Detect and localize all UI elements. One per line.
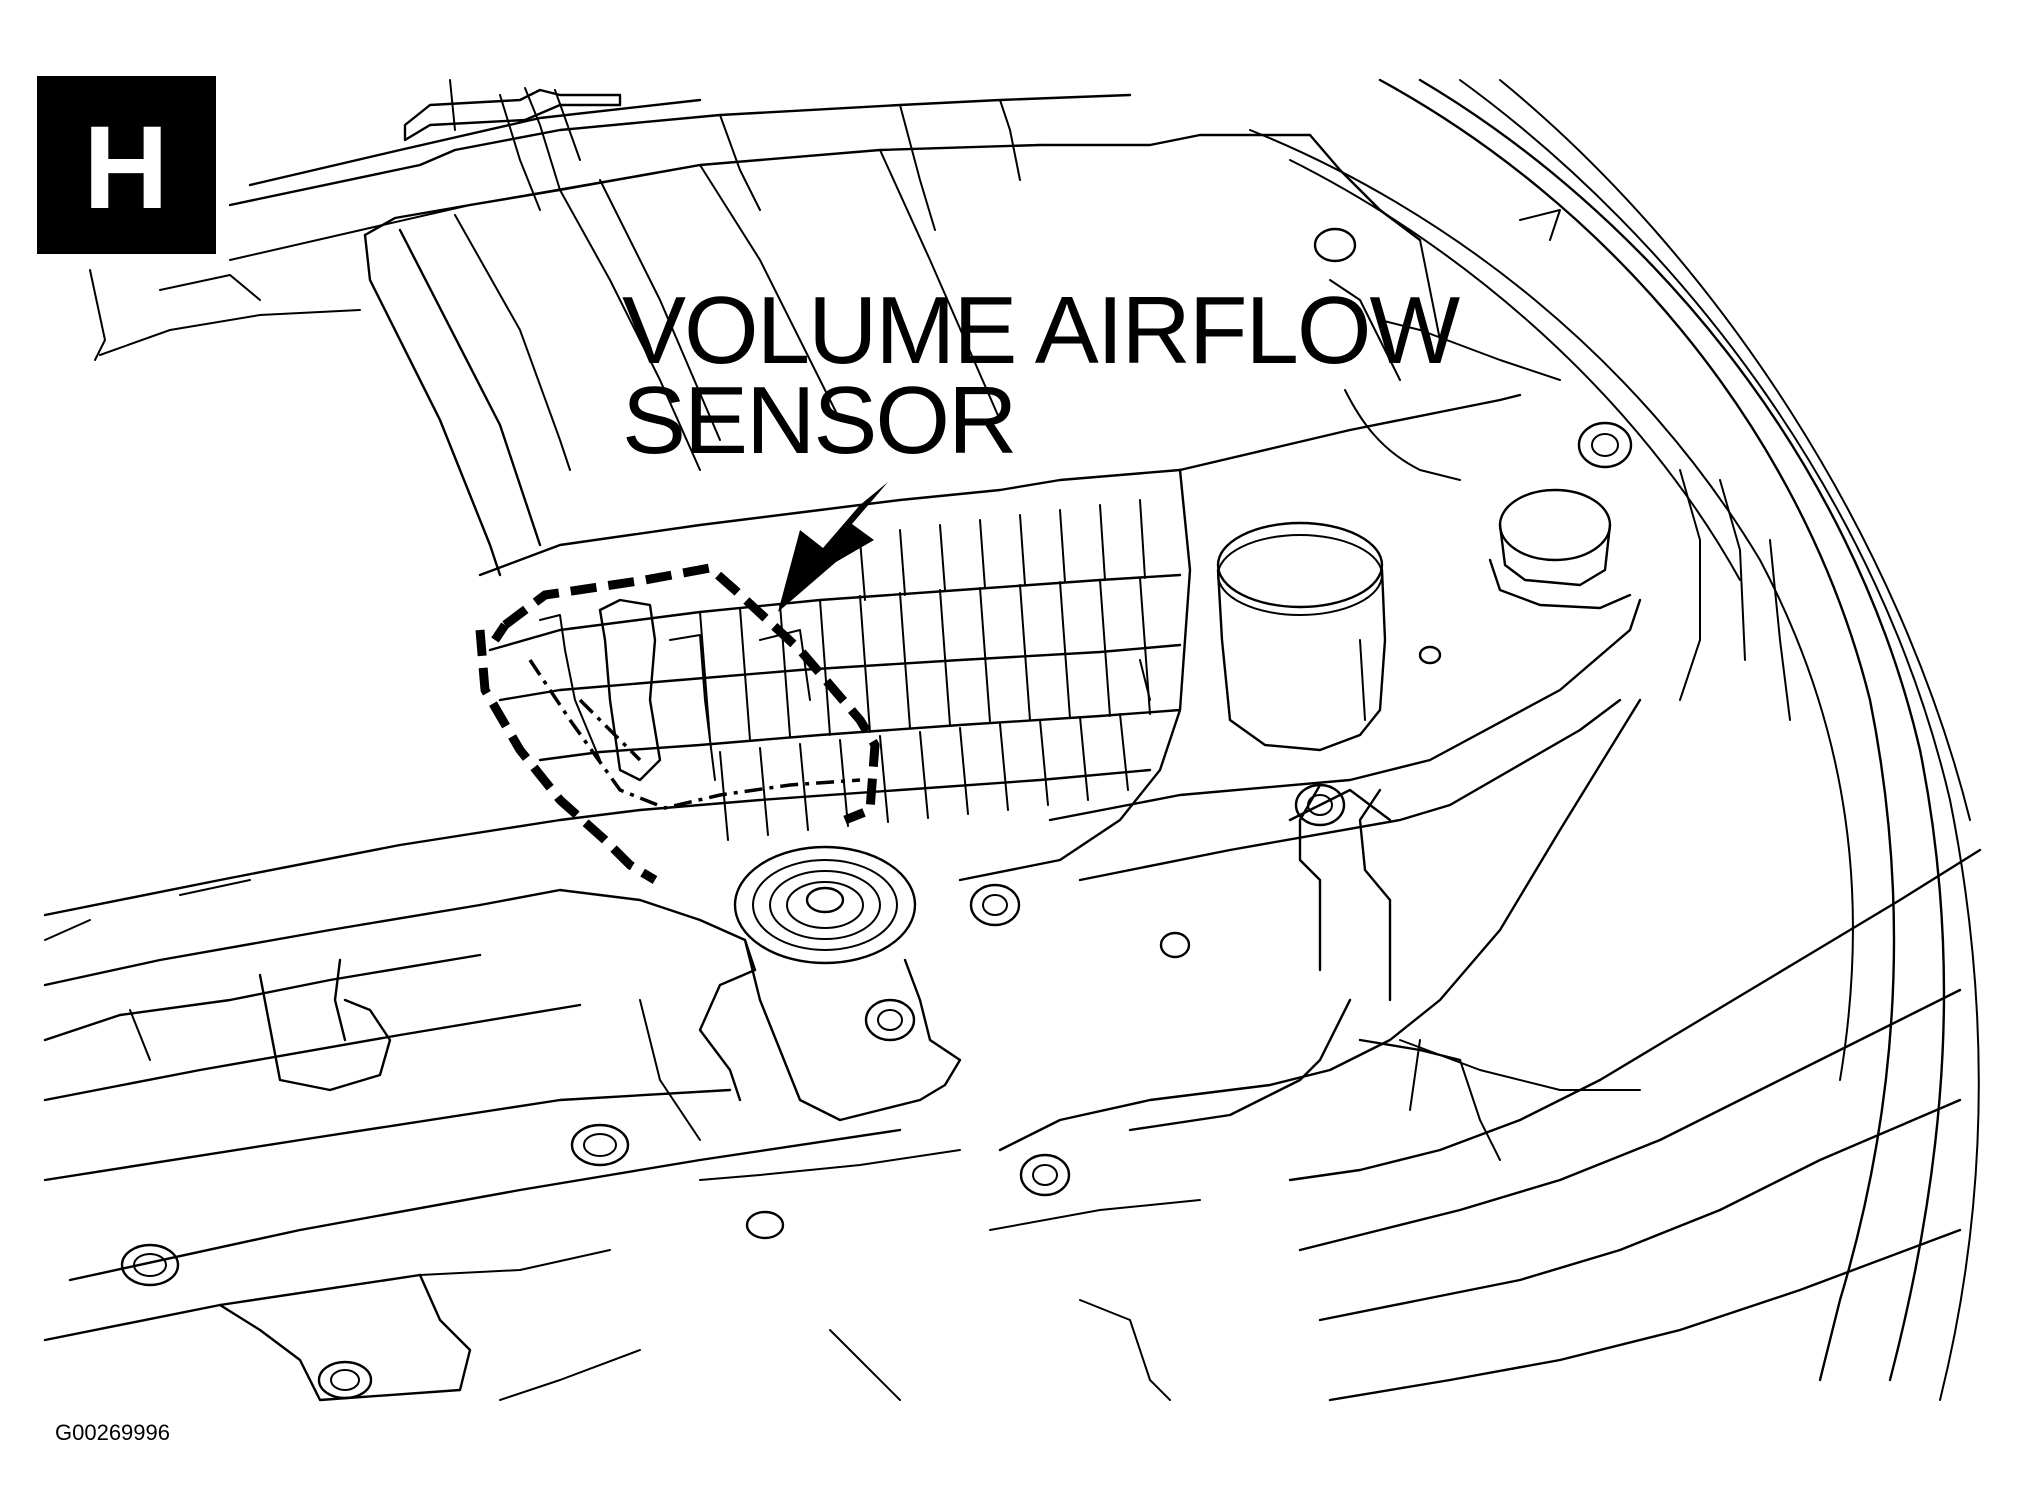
bolt: [1418, 645, 1442, 665]
engine-bay-line-art: [43, 78, 1982, 1402]
callout-arrow: [778, 482, 888, 612]
bolt: [1019, 1153, 1071, 1197]
bolt: [1159, 931, 1191, 959]
section-letter: H: [83, 102, 168, 234]
bolt: [1577, 421, 1633, 469]
bolt: [570, 1123, 630, 1167]
bolt: [864, 998, 916, 1042]
sensor-highlight-outline: [475, 563, 880, 884]
figure-id: G00269996: [55, 1420, 170, 1445]
strut-mount: [733, 845, 962, 1122]
bolt: [317, 1360, 373, 1400]
reservoir-cap: [1488, 488, 1632, 610]
bolt: [1313, 227, 1357, 263]
bolt: [745, 1210, 785, 1240]
bolt: [120, 1243, 180, 1287]
bolt: [969, 883, 1021, 927]
sensor-callout: VOLUME AIRFLOW SENSOR: [622, 277, 1463, 474]
callout-line-2: SENSOR: [622, 367, 1015, 474]
callout-line-1: VOLUME AIRFLOW: [622, 277, 1461, 384]
fluid-reservoir: [1216, 521, 1387, 752]
section-badge: H: [37, 76, 216, 254]
